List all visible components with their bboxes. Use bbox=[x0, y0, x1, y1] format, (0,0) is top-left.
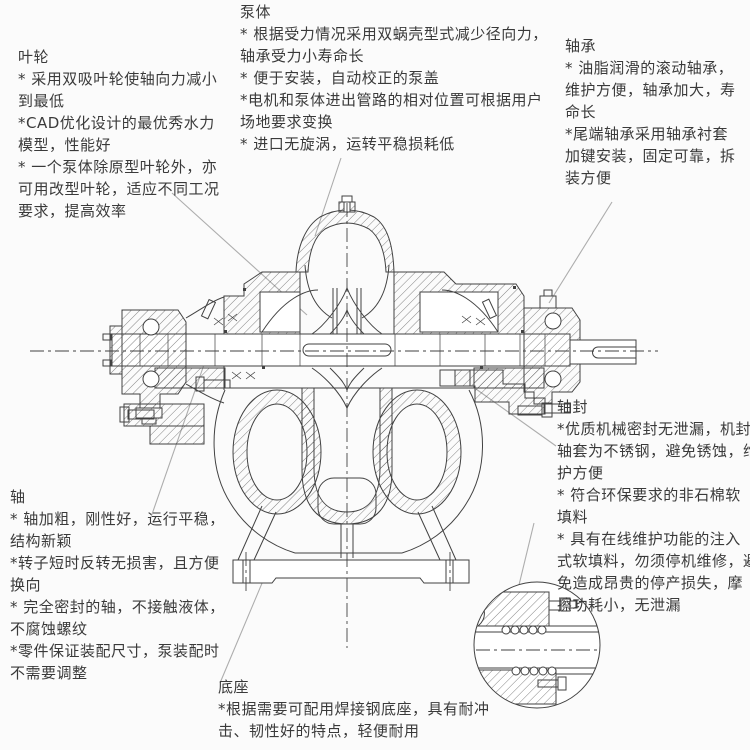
annotation-line: * 根据受力情况采用双蜗壳型式减少径向力， bbox=[240, 25, 548, 43]
seal-glands bbox=[195, 286, 524, 392]
annotation-line: 免造成昂贵的停产损失，摩 bbox=[557, 574, 744, 592]
annotation-line: 换向 bbox=[10, 576, 42, 594]
annotation-line: 装方便 bbox=[565, 169, 612, 187]
annotation-line: 填料 bbox=[557, 508, 589, 526]
annotation-line: 模型，性能好 bbox=[18, 136, 112, 154]
annotation-line: 要求，提高效率 bbox=[18, 202, 127, 220]
bearing-right bbox=[523, 289, 581, 414]
centerlines bbox=[30, 203, 658, 648]
annotation-line: * 具有在线维护功能的注入 bbox=[557, 530, 741, 548]
annotation-line: 命长 bbox=[565, 103, 597, 121]
annotation-line: 不腐蚀螺纹 bbox=[10, 620, 88, 638]
annotation-title: 轴封 bbox=[557, 398, 589, 416]
annotation-line: *CAD优化设计的最优秀水力 bbox=[18, 114, 215, 132]
annotation-line: * 采用双吸叶轮使轴向力减小 bbox=[18, 70, 218, 88]
annotation-title: 底座 bbox=[218, 678, 250, 696]
shaft bbox=[102, 325, 571, 375]
annotation-line: * 轴加粗，刚性好，运行平稳， bbox=[10, 510, 225, 528]
annotation-title: 叶轮 bbox=[18, 48, 50, 66]
volute-dome bbox=[295, 195, 395, 273]
annotation-pump-body: 泵体 * 根据受力情况采用双蜗壳型式减少径向力， 轴承受力小寿命长 * 便于安装… bbox=[240, 1, 548, 155]
bearing-left bbox=[121, 309, 187, 425]
annotation-bearing: 轴承 * 油脂润滑的滚动轴承， 维护方便，轴承加大，寿 命长 *尾端轴承采用轴承… bbox=[565, 35, 736, 189]
annotation-line: *零件保证装配尺寸，泵装配时 bbox=[10, 642, 220, 660]
annotation-line: * 一个泵体除原型叶轮外，亦 bbox=[18, 158, 218, 176]
shaft-extension bbox=[569, 339, 637, 365]
annotation-line: 式软填料，勿须停机维修，避 bbox=[557, 552, 750, 570]
annotation-line: 擦功耗小，无泄漏 bbox=[557, 596, 682, 614]
annotation-line: 结构新颖 bbox=[10, 532, 73, 550]
annotation-line: 加键安装，固定可靠，拆 bbox=[565, 147, 736, 165]
seal-detail-circle bbox=[473, 581, 601, 709]
annotation-line: 不需要调整 bbox=[10, 664, 88, 682]
annotation-line: 到最低 bbox=[18, 92, 65, 110]
annotation-line: *尾端轴承采用轴承衬套 bbox=[565, 125, 729, 143]
annotation-title: 轴 bbox=[10, 488, 26, 506]
annotation-line: 场地要求变换 bbox=[240, 113, 334, 131]
annotation-title: 轴承 bbox=[565, 37, 597, 55]
annotation-impeller: 叶轮 * 采用双吸叶轮使轴向力减小 到最低 *CAD优化设计的最优秀水力 模型，… bbox=[18, 46, 220, 222]
annotation-line: *电机和泵体进出管路的相对位置可根据用户 bbox=[240, 91, 543, 109]
pedestal-base bbox=[232, 505, 470, 592]
annotation-line: 护方便 bbox=[557, 464, 604, 482]
annotation-line: 击、韧性好的特点，轻便耐用 bbox=[218, 722, 420, 740]
annotation-line: * 符合环保要求的非石棉软 bbox=[557, 486, 741, 504]
annotation-line: * 完全密封的轴，不接触液体， bbox=[10, 598, 225, 616]
annotation-line: 轴套为不锈钢，避免锈蚀，维 bbox=[557, 442, 750, 460]
upper-casing bbox=[185, 271, 525, 404]
annotation-shaft-seal: 轴封 *优质机械密封无泄漏，机封 轴套为不锈钢，避免锈蚀，维 护方便 * 符合环… bbox=[557, 396, 750, 616]
annotation-line: *根据需要可配用焊接钢底座，具有耐冲 bbox=[218, 700, 490, 718]
annotation-line: * 油脂润滑的滚动轴承， bbox=[565, 59, 734, 77]
annotation-line: * 便于安装，自动校正的泵盖 bbox=[240, 69, 440, 87]
annotation-base: 底座 *根据需要可配用焊接钢底座，具有耐冲 击、韧性好的特点，轻便耐用 bbox=[218, 676, 490, 742]
annotation-line: 轴承受力小寿命长 bbox=[240, 47, 365, 65]
annotation-line: 维护方便，轴承加大，寿 bbox=[565, 81, 736, 99]
annotation-shaft: 轴 * 轴加粗，刚性好，运行平稳， 结构新颖 *转子短时反转无损害，且方便 换向… bbox=[10, 486, 225, 684]
annotation-title: 泵体 bbox=[240, 3, 272, 21]
annotation-line: * 进口无旋涡，运转平稳损耗低 bbox=[240, 135, 455, 153]
annotation-line: 可用改型叶轮，适应不同工况 bbox=[18, 180, 220, 198]
annotation-line: *转子短时反转无损害，且方便 bbox=[10, 554, 220, 572]
annotation-line: *优质机械密封无泄漏，机封 bbox=[557, 420, 750, 438]
